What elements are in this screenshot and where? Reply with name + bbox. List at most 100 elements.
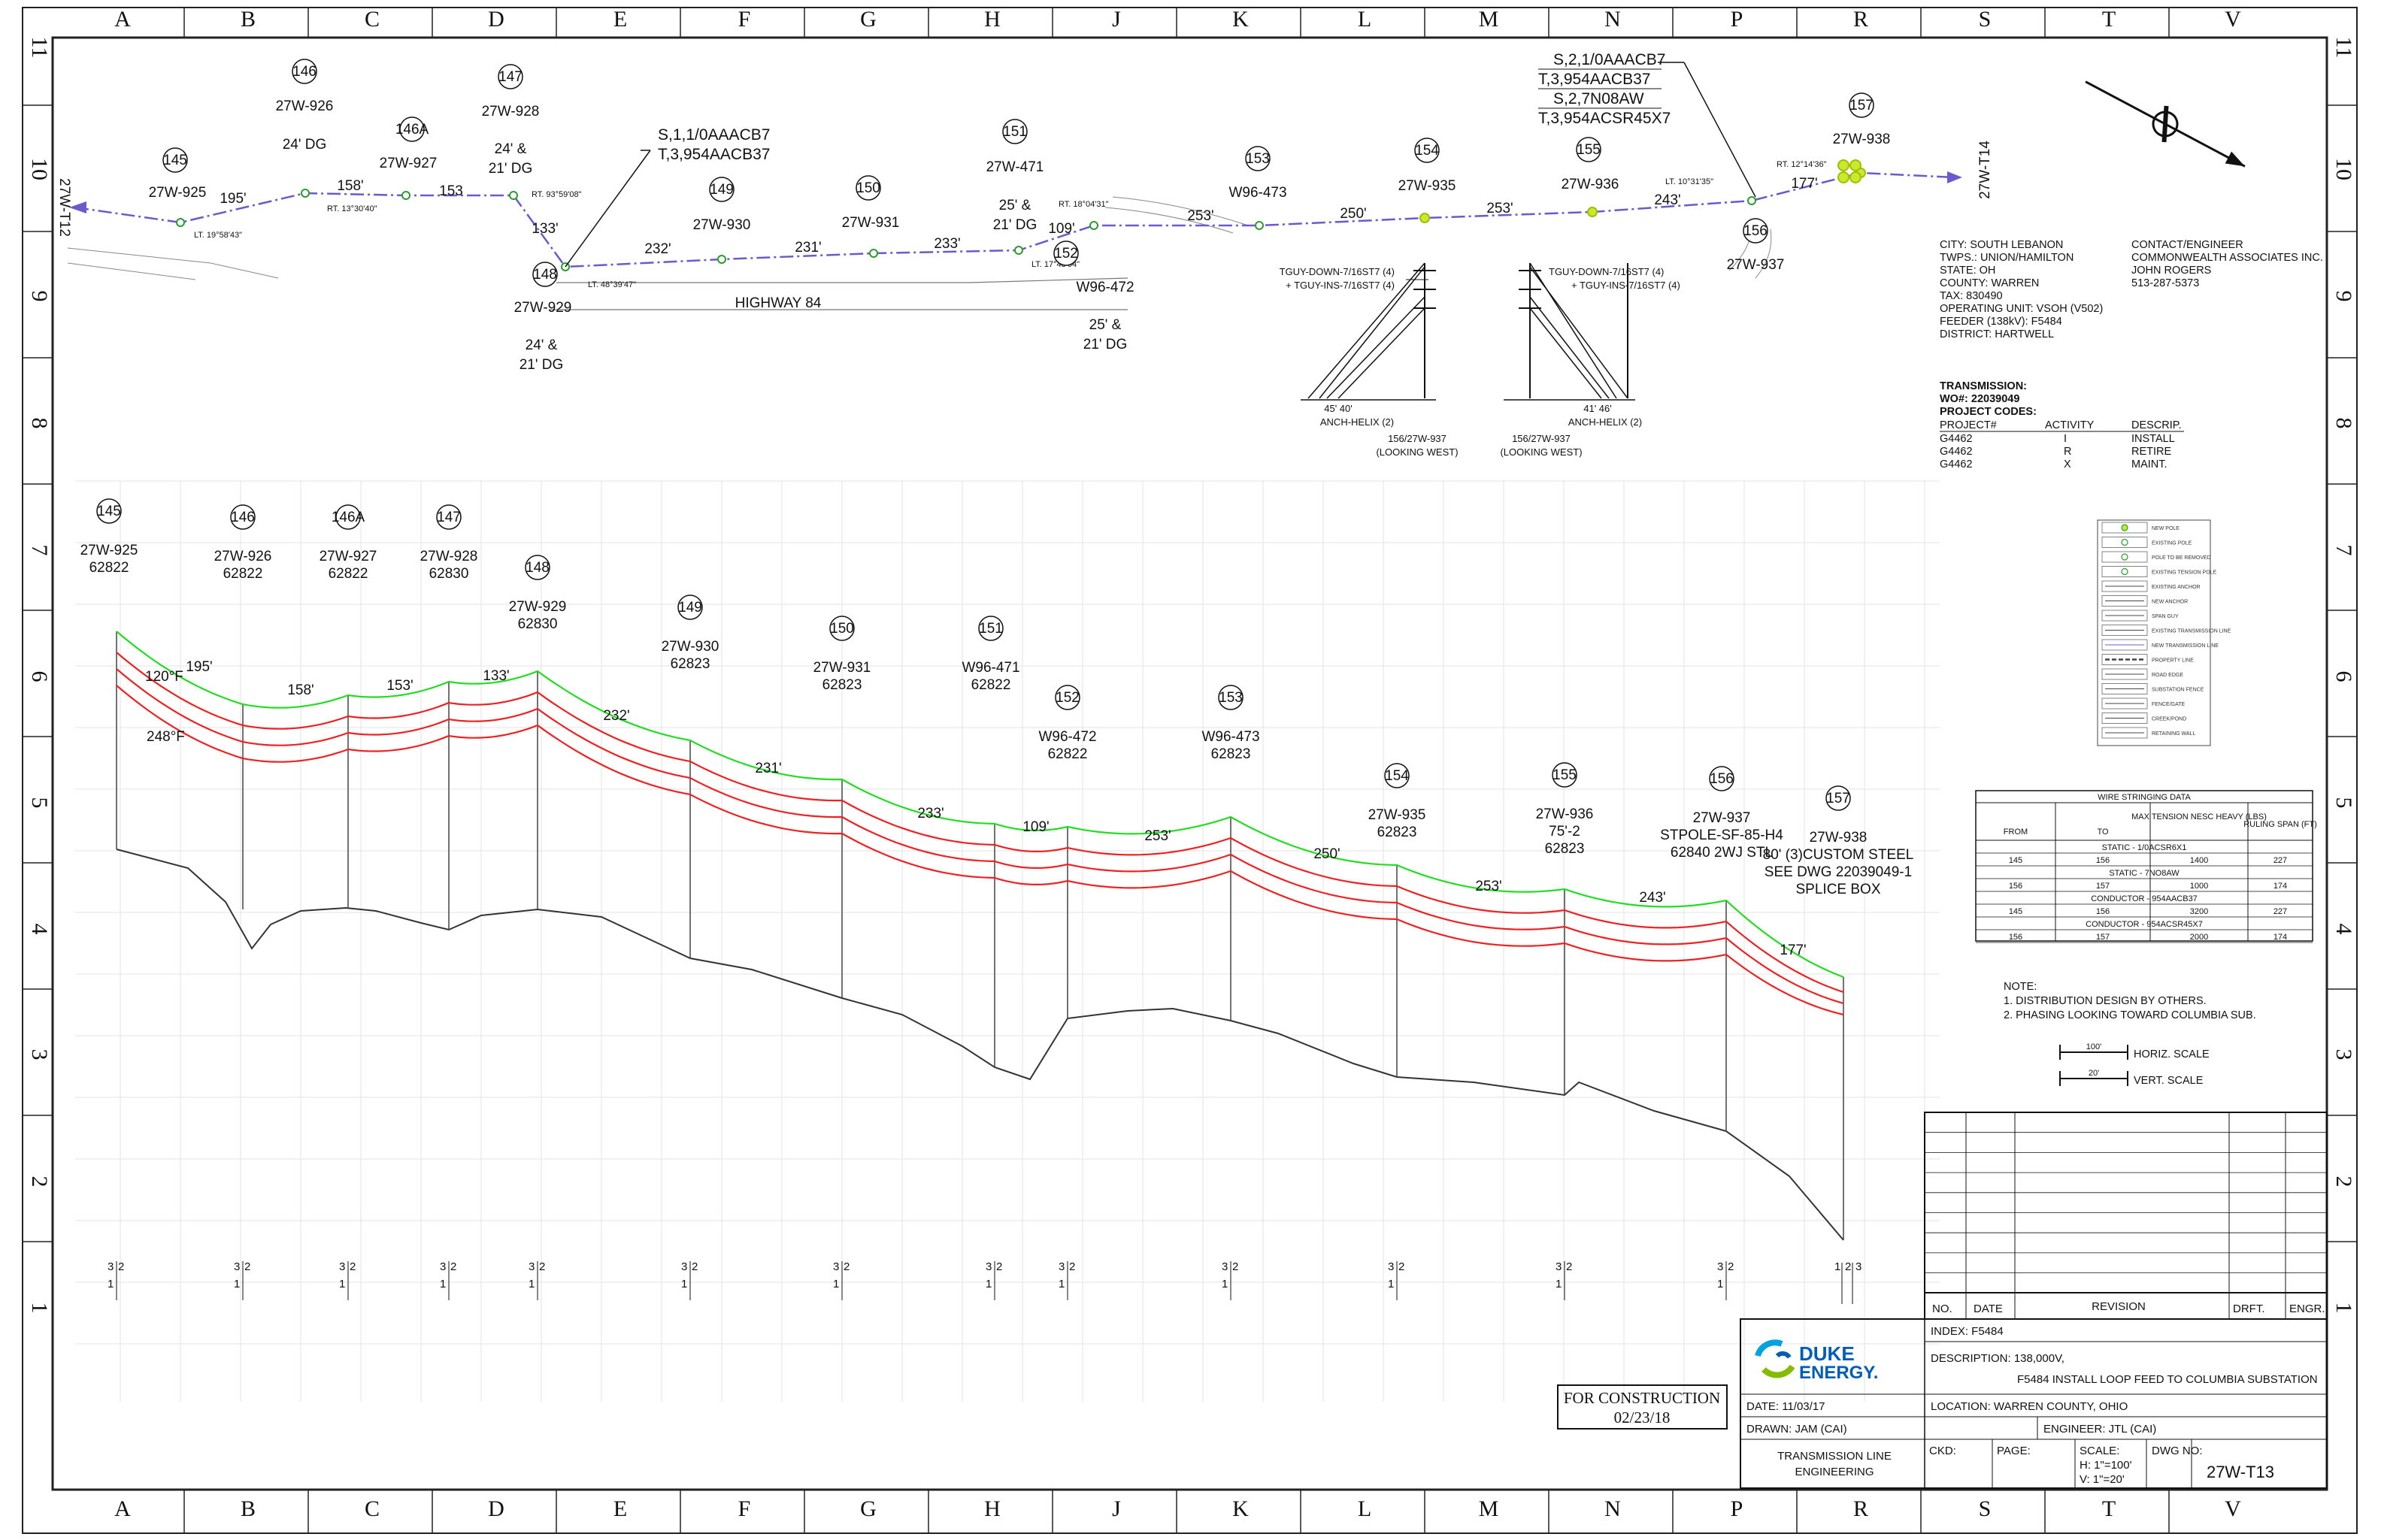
guy-detail-1: TGUY-DOWN-7/16ST7 (4) + TGUY-INS-7/16ST7… xyxy=(1280,262,1459,458)
grid-lines xyxy=(23,8,2357,1533)
svg-text:DESCRIPTION: 138,000V,: DESCRIPTION: 138,000V, xyxy=(1931,1352,2064,1365)
callout-156-line1: S,2,1/0AAACB7 xyxy=(1553,51,1665,68)
svg-text:1: 1 xyxy=(1717,1278,1723,1290)
plan-span-length: 253' xyxy=(1486,201,1513,216)
structure-name: 27W-928 xyxy=(420,549,478,564)
structure-number: 156 xyxy=(1743,223,1768,239)
structure-number-circle xyxy=(856,175,881,201)
svg-text:MAX TENSION NESC HEAVY (LBS): MAX TENSION NESC HEAVY (LBS) xyxy=(2131,812,2267,821)
legend-swatch xyxy=(2101,610,2148,622)
project-code: G4462 xyxy=(1940,458,1973,470)
table-cell: 156 xyxy=(2009,882,2022,891)
svg-text:2: 2 xyxy=(350,1260,356,1273)
legend-swatch xyxy=(2101,727,2148,739)
structure-name: W96-473 xyxy=(1201,729,1259,745)
activity-code: R xyxy=(2064,446,2071,458)
grid-column-label-top: T xyxy=(2102,7,2116,32)
svg-text:PAGE:: PAGE: xyxy=(1997,1445,2031,1457)
grid-column-label-top: G xyxy=(860,7,877,32)
grid-row-label-right: 8 xyxy=(2331,418,2356,429)
project-info-line: TAX: 830490 xyxy=(1940,290,2003,302)
svg-text:ANCH-HELIX (2): ANCH-HELIX (2) xyxy=(1320,416,1394,428)
legend-swatch xyxy=(2101,551,2148,563)
svg-text:FOR CONSTRUCTION: FOR CONSTRUCTION xyxy=(1564,1389,1720,1407)
structure-number: 152 xyxy=(1056,690,1080,706)
structure-number-circle xyxy=(162,147,188,173)
structure-code: 80' (3)CUSTOM STEEL xyxy=(1763,847,1914,863)
legend-label: POLE TO BE REMOVED xyxy=(2152,555,2211,561)
existing-pole-icon xyxy=(401,191,410,200)
grid-column-label-bottom: L xyxy=(1358,1496,1371,1521)
existing-pole-icon xyxy=(1014,246,1023,255)
structure-name: 27W-928 xyxy=(482,104,540,120)
structure-number-circle xyxy=(1414,138,1440,163)
profile-span-length: 243' xyxy=(1639,890,1665,906)
svg-text:2: 2 xyxy=(1845,1260,1851,1273)
svg-text:LOCATION: WARREN COUNTY, OHIO: LOCATION: WARREN COUNTY, OHIO xyxy=(1931,1400,2128,1413)
title-block: DUKE ENERGY. INDEX: F5484 DESCRIPTION: 1… xyxy=(1740,1318,2328,1489)
structure-number-circle xyxy=(1849,92,1874,118)
legend-label: FENCE/GATE xyxy=(2152,702,2186,707)
structure-number: 154 xyxy=(1415,143,1439,159)
legend-swatch xyxy=(2101,625,2148,636)
svg-text:2: 2 xyxy=(118,1260,124,1273)
legend-swatch xyxy=(2101,566,2148,577)
svg-text:DWG NO:: DWG NO: xyxy=(2152,1445,2203,1457)
structure-name: 27W-938 xyxy=(1833,132,1891,147)
grid-row-label-right: 10 xyxy=(2331,158,2356,180)
svg-text:(LOOKING WEST): (LOOKING WEST) xyxy=(1376,446,1458,458)
legend-pole-icon xyxy=(2121,553,2128,561)
svg-text:WIRE STRINGING DATA: WIRE STRINGING DATA xyxy=(2098,793,2191,802)
project-info-line: STATE: OH xyxy=(1940,265,1995,277)
table-group-label: STATIC - 7NO8AW xyxy=(2109,869,2180,878)
structure-name: W96-473 xyxy=(1228,185,1286,201)
construction-stamp: FOR CONSTRUCTION 02/23/18 xyxy=(1557,1384,1728,1430)
svg-text:2: 2 xyxy=(450,1260,456,1273)
svg-text:3: 3 xyxy=(234,1260,240,1273)
svg-text:3: 3 xyxy=(108,1260,114,1273)
structure-number: 155 xyxy=(1552,767,1577,783)
structure-code: SEE DWG 22039049-1 xyxy=(1765,864,1912,880)
structure-number: 153 xyxy=(1246,151,1270,167)
profile-span-length: 253' xyxy=(1144,828,1171,844)
svg-text:ENGINEERING: ENGINEERING xyxy=(1795,1466,1874,1478)
grid-column-label-bottom: A xyxy=(114,1496,131,1521)
structure-code: 62822 xyxy=(1048,746,1088,762)
conductor-curve-phase-2 xyxy=(116,668,1844,1005)
line-arrow-left xyxy=(69,201,86,213)
structure-note: 24' & xyxy=(495,141,527,157)
callout-148-line1: S,1,1/0AAACB7 xyxy=(658,126,770,144)
svg-text:1: 1 xyxy=(1222,1278,1228,1290)
svg-text:HORIZ. SCALE: HORIZ. SCALE xyxy=(2134,1048,2210,1060)
grid-column-label-top: D xyxy=(488,7,504,32)
svg-text:100': 100' xyxy=(2086,1042,2101,1051)
svg-text:1: 1 xyxy=(1388,1278,1394,1290)
svg-text:DATE: 11/03/17: DATE: 11/03/17 xyxy=(1746,1400,1825,1413)
svg-text:3: 3 xyxy=(440,1260,446,1273)
structure-angle: LT. 19°58'43" xyxy=(194,231,242,240)
grid-column-label-bottom: S xyxy=(1979,1496,1992,1521)
structure-number-circle xyxy=(230,504,256,530)
svg-text:FROM: FROM xyxy=(2004,827,2028,837)
table-cell: 227 xyxy=(2273,907,2287,916)
profile-span-length: 109' xyxy=(1022,819,1049,835)
svg-text:ENERGY.: ENERGY. xyxy=(1799,1363,1878,1383)
structure-number: 149 xyxy=(710,182,734,198)
plan-span-length: 253' xyxy=(1187,208,1213,224)
grid-row-label-left: 8 xyxy=(27,418,52,429)
svg-text:1: 1 xyxy=(529,1278,535,1290)
structure-name: 27W-926 xyxy=(214,549,272,564)
existing-pole-icon xyxy=(1089,221,1098,230)
svg-text:ACTIVITY: ACTIVITY xyxy=(2045,419,2095,431)
profile-view: 14527W-9256282214627W-92662822146A27W-92… xyxy=(75,480,1940,1402)
wire-stringing-table: WIRE STRINGING DATA FROM TO MAX TENSION … xyxy=(1975,790,2317,943)
